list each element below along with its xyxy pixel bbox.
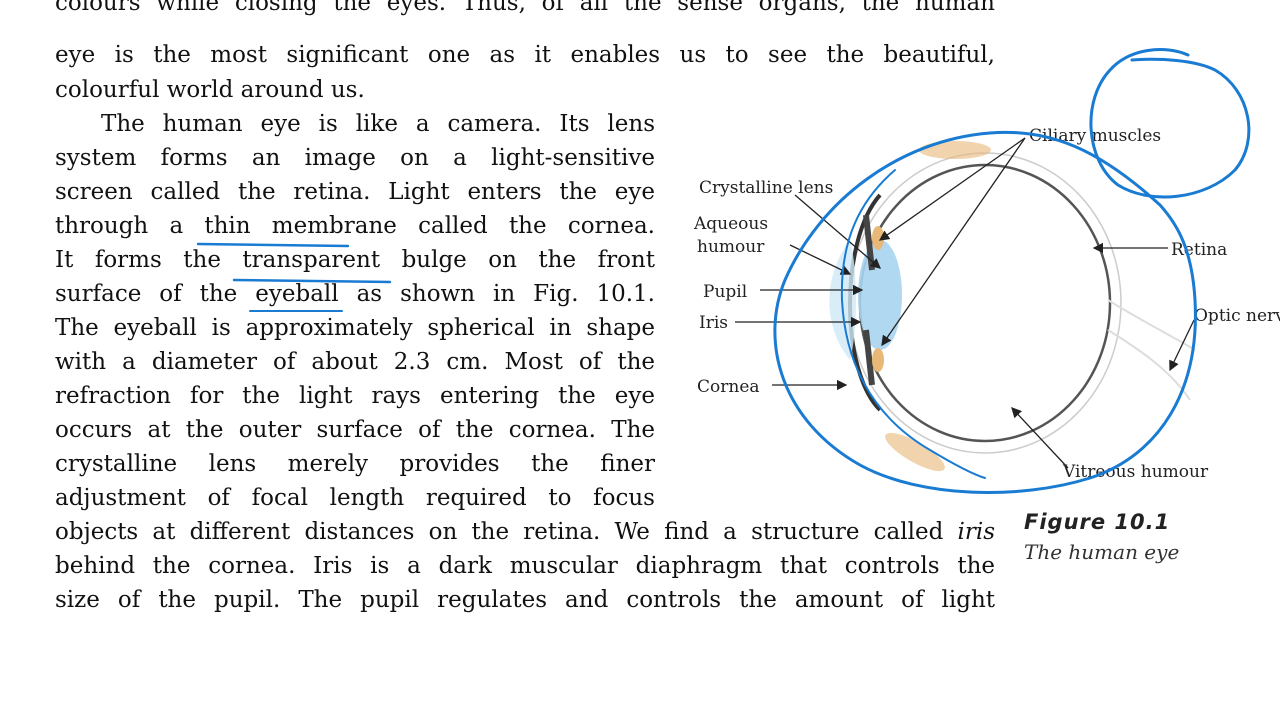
text-line-3: colourful world around us. xyxy=(55,77,365,103)
iris-term: iris xyxy=(957,519,995,545)
text-line-9: surface of the eyeball as shown in Fig. … xyxy=(55,281,655,307)
ciliary-muscle-bottom xyxy=(885,432,945,472)
text-line-6: screen called the retina. Light enters t… xyxy=(55,179,655,205)
ciliary-body-lower xyxy=(872,348,884,372)
label-ciliary-muscles: Ciliary muscles xyxy=(1029,126,1161,146)
text-line-10: The eyeball is approximately spherical i… xyxy=(55,315,655,341)
text-line-11: with a diameter of about 2.3 cm. Most of… xyxy=(55,349,655,375)
text-line-16-main: objects at different distances on the re… xyxy=(55,519,958,545)
annotation-eye-circle xyxy=(773,130,1197,495)
label-aqueous-1: Aqueous xyxy=(693,214,768,234)
text-line-12: refraction for the light rays entering t… xyxy=(55,383,655,409)
figure-subtitle: The human eye xyxy=(1024,540,1180,564)
label-vitreous-humour: Vitreous humour xyxy=(1062,462,1209,482)
annotation-ciliary-circle xyxy=(1089,48,1251,199)
pointer-optic xyxy=(1169,319,1195,372)
pointer-vitreous xyxy=(1011,407,1069,469)
text-line-1: colours while closing the eyes. Thus, of… xyxy=(55,0,995,16)
label-retina: Retina xyxy=(1171,240,1227,260)
pointer-crystalline xyxy=(794,194,881,269)
label-aqueous-2: humour xyxy=(697,237,765,257)
label-pupil: Pupil xyxy=(703,282,747,302)
underline-thin-membrane xyxy=(196,242,350,248)
pointer-ciliary-2 xyxy=(881,137,1026,347)
ciliary-muscle-top xyxy=(919,141,991,159)
text-line-2: eye is the most significant one as it en… xyxy=(55,42,995,68)
text-line-7: through a thin membrane called the corne… xyxy=(55,213,655,239)
text-line-4: The human eye is like a camera. Its lens xyxy=(101,111,655,137)
text-line-8: It forms the transparent bulge on the fr… xyxy=(55,247,655,273)
text-line-13: occurs at the outer surface of the corne… xyxy=(55,417,655,443)
label-crystalline-lens: Crystalline lens xyxy=(699,178,833,198)
pointer-ciliary-1 xyxy=(878,137,1026,241)
label-optic-nerve: Optic nerve xyxy=(1194,306,1280,326)
label-cornea: Cornea xyxy=(697,377,760,397)
text-line-14: crystalline lens merely provides the fin… xyxy=(55,451,655,477)
underline-transparent xyxy=(232,278,392,284)
text-line-16: objects at different distances on the re… xyxy=(55,515,995,549)
label-iris: Iris xyxy=(699,313,728,333)
text-line-17: behind the cornea. Iris is a dark muscul… xyxy=(55,553,995,579)
text-line-15: adjustment of focal length required to f… xyxy=(55,485,655,511)
text-line-18: size of the pupil. The pupil regulates a… xyxy=(55,587,995,613)
text-line-5: system forms an image on a light-sensiti… xyxy=(55,145,655,171)
annotation-lens-contour xyxy=(840,169,986,479)
figure-title: Figure 10.1 xyxy=(1024,510,1171,534)
